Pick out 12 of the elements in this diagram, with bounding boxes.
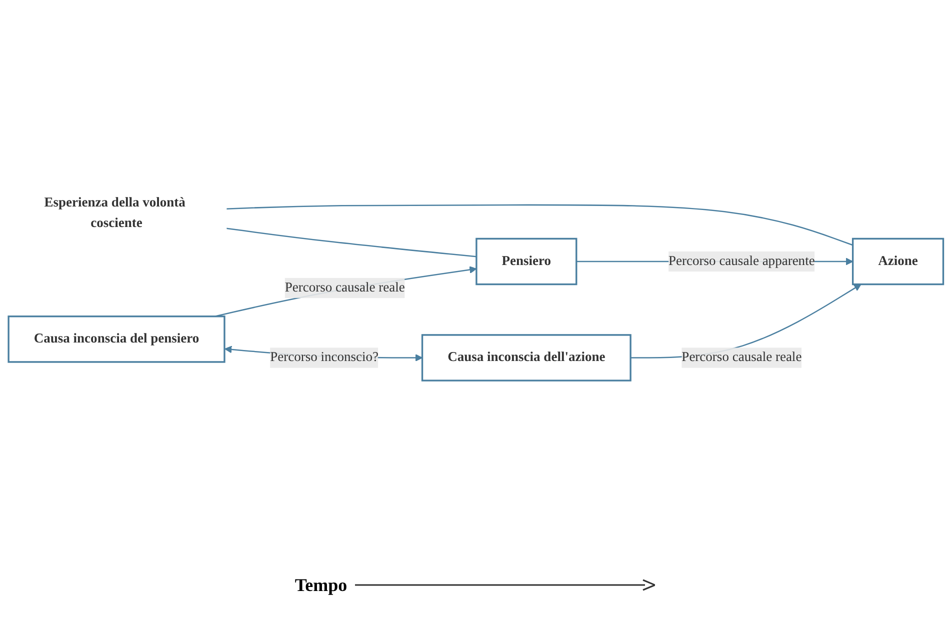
node-box: Causa inconscia dell'azione <box>421 334 632 381</box>
edge-label: Percorso causale apparente <box>668 253 815 268</box>
edge-label: Percorso causale reale <box>682 350 802 364</box>
node-box: Pensiero <box>476 237 578 285</box>
edge-label: Percorso causale reale <box>284 280 405 294</box>
node-text: Esperienza della volontà cosciente <box>44 195 186 230</box>
connector <box>226 204 854 246</box>
connector <box>226 227 476 257</box>
node-box: Azione <box>852 237 944 285</box>
node-box: Causa inconscia del pensiero <box>8 315 226 362</box>
axis-label: Tempo <box>294 574 348 596</box>
edge-label: Percorso inconscio? <box>270 350 378 364</box>
